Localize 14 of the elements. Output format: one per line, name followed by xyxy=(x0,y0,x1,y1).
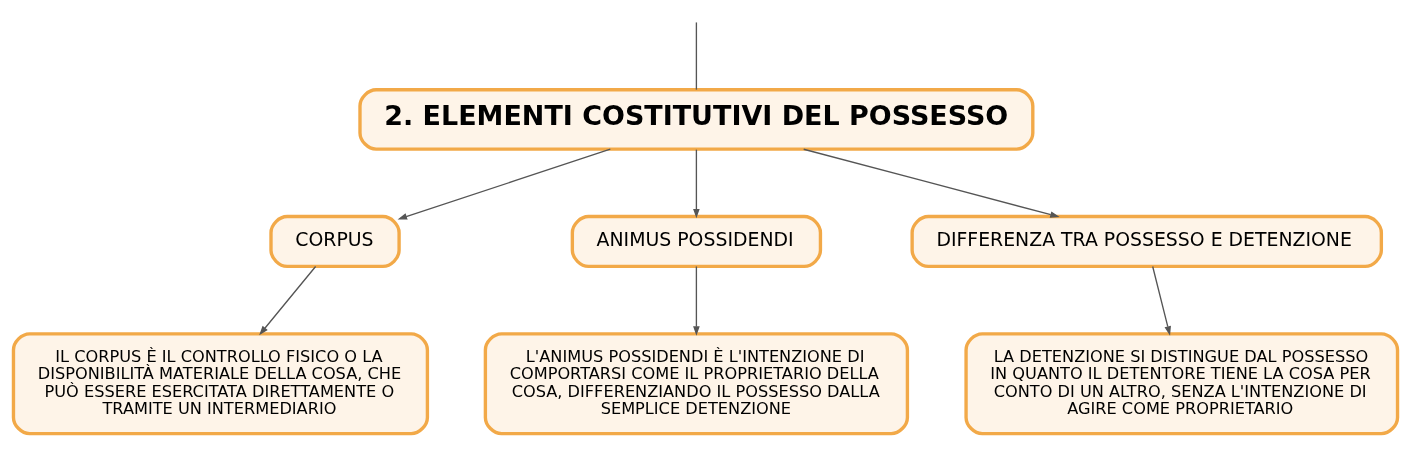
node-box: L'ANIMUS POSSIDENDI È L'INTENZIONE DI COMPORTARSI COME IL PROPRIETARIO DELLA COSA, DIFFERENZIANDO IL POSSESSO DALLA SEMPLICE DETENZIONE xyxy=(483,332,910,436)
arrow xyxy=(803,148,1060,218)
node-box: DIFFERENZA TRA POSSESSO E DETENZIONE xyxy=(910,214,1384,269)
arrow xyxy=(259,265,317,336)
node-box: CORPUS xyxy=(269,214,401,269)
arrow xyxy=(693,149,700,219)
node-box: 2. ELEMENTI COSTITUTIVI DEL POSSESSO xyxy=(358,88,1035,151)
arrow xyxy=(397,148,611,220)
node-box: LA DETENZIONE SI DISTINGUE DAL POSSESSO IN QUANTO IL DETENTORE TIENE LA COSA PER CONTO DI UN ALTRO, SENZA L'INTENZIONE DI AGIRE COME PROPRIETARIO xyxy=(964,332,1400,436)
node-box: ANIMUS POSSIDENDI xyxy=(570,214,823,269)
connector xyxy=(695,21,698,91)
arrow xyxy=(693,265,700,336)
arrow xyxy=(1152,265,1171,336)
node-box: IL CORPUS È IL CONTROLLO FISICO O LA DISPONIBILITÀ MATERIALE DELLA COSA, CHE PUÒ ESSERE ESERCITATA DIRETTAMENTE O TRAMITE UN INTERMEDIARIO xyxy=(11,332,430,436)
